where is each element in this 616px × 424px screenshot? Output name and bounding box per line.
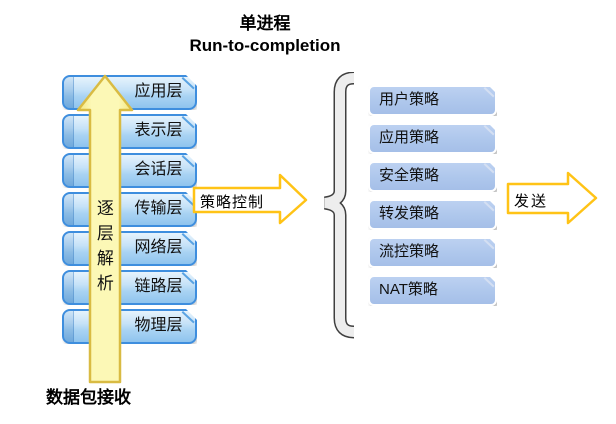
send-label: 发送 bbox=[514, 193, 549, 210]
policy-stack: 用户策略应用策略安全策略转发策略流控策略 NAT策略 bbox=[368, 85, 497, 313]
osi-layer-box: 表示层 bbox=[62, 114, 197, 149]
policy-box: 流控策略 bbox=[368, 237, 497, 268]
osi-layer-box-label: 会话层 bbox=[134, 161, 183, 178]
policy-box-label: NAT策略 bbox=[379, 281, 438, 298]
policy-box: 应用策略 bbox=[368, 123, 497, 154]
osi-layer-box: 网络层 bbox=[62, 231, 197, 266]
osi-layer-box-label: 传输层 bbox=[134, 200, 183, 217]
policy-box-label: 安全策略 bbox=[379, 167, 440, 184]
osi-layer-box-label: 网络层 bbox=[134, 239, 183, 256]
packet-receive-label: 数据包接收 bbox=[46, 388, 131, 407]
up-arrow-parse-icon bbox=[76, 74, 134, 384]
policy-box-label: 用户策略 bbox=[379, 91, 440, 108]
title-line-english: Run-to-completion bbox=[189, 36, 341, 55]
osi-layer-box: 传输层 bbox=[62, 192, 197, 227]
title-line-chinese: 单进程 bbox=[239, 14, 291, 33]
diagram-title: 单进程 Run-to-completion bbox=[90, 13, 440, 57]
policy-box: 用户策略 bbox=[368, 85, 497, 116]
policy-box: NAT策略 bbox=[368, 275, 497, 306]
policy-box-label: 应用策略 bbox=[379, 129, 440, 146]
up-arrow-label: 逐层解析 bbox=[93, 199, 113, 299]
osi-layer-box-label: 应用层 bbox=[134, 83, 183, 100]
osi-layer-box: 物理层 bbox=[62, 309, 197, 344]
osi-layer-box: 会话层 bbox=[62, 153, 197, 188]
policy-box: 安全策略 bbox=[368, 161, 497, 192]
policy-box-label: 转发策略 bbox=[379, 205, 440, 222]
osi-layer-box-label: 表示层 bbox=[134, 122, 183, 139]
send-arrow-icon bbox=[506, 171, 598, 225]
osi-layer-stack: 应用层表示层会话层传输层网络层链路层物理层 bbox=[62, 75, 197, 348]
osi-layer-box-label: 物理层 bbox=[134, 317, 183, 334]
policy-control-arrow-icon bbox=[192, 173, 308, 225]
left-curly-brace-icon bbox=[323, 72, 355, 339]
policy-control-label: 策略控制 bbox=[200, 194, 265, 211]
osi-layer-box: 链路层 bbox=[62, 270, 197, 305]
osi-layer-box-label: 链路层 bbox=[134, 278, 183, 295]
policy-box: 转发策略 bbox=[368, 199, 497, 230]
policy-box-label: 流控策略 bbox=[379, 243, 440, 260]
